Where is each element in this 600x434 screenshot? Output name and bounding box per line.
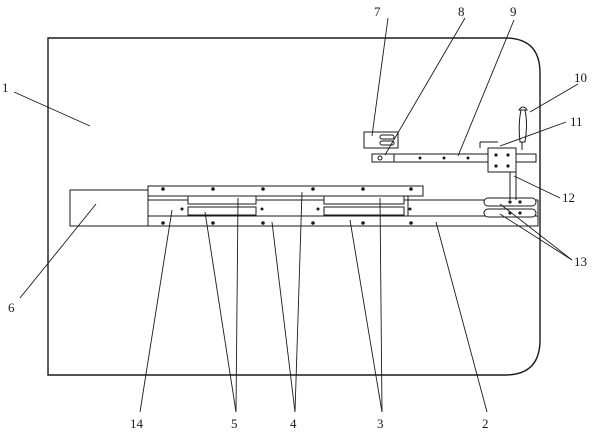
clamp-block <box>487 147 517 173</box>
base-plate <box>47 37 541 376</box>
label-9: 9 <box>510 4 517 19</box>
slot-guides <box>483 197 537 218</box>
vertical-link <box>509 170 517 200</box>
handle-lever <box>518 106 528 150</box>
label-10: 10 <box>574 70 587 85</box>
part-numbers: 1 6 7 8 9 10 11 12 13 14 5 4 3 2 <box>2 4 587 431</box>
label-12: 12 <box>562 190 575 205</box>
block-7 <box>363 131 399 149</box>
label-7: 7 <box>374 4 381 19</box>
rod-9 <box>393 153 537 163</box>
bracket-8 <box>371 153 395 163</box>
slide-block-3a <box>323 195 405 205</box>
label-14: 14 <box>130 416 144 431</box>
label-3: 3 <box>377 416 384 431</box>
label-11: 11 <box>570 114 583 129</box>
leader-lines <box>13 17 579 413</box>
label-13: 13 <box>574 254 587 269</box>
rail-bolts <box>161 187 413 225</box>
upper-rail <box>147 185 424 197</box>
label-8: 8 <box>458 4 465 19</box>
slide-block-3b <box>323 206 405 216</box>
label-6: 6 <box>8 300 15 315</box>
slide-block-5b <box>187 206 257 216</box>
label-4: 4 <box>290 416 297 431</box>
label-2: 2 <box>482 416 489 431</box>
slide-block-5a <box>187 195 257 205</box>
handle-block <box>69 189 149 227</box>
label-1: 1 <box>2 80 9 95</box>
label-5: 5 <box>231 416 238 431</box>
